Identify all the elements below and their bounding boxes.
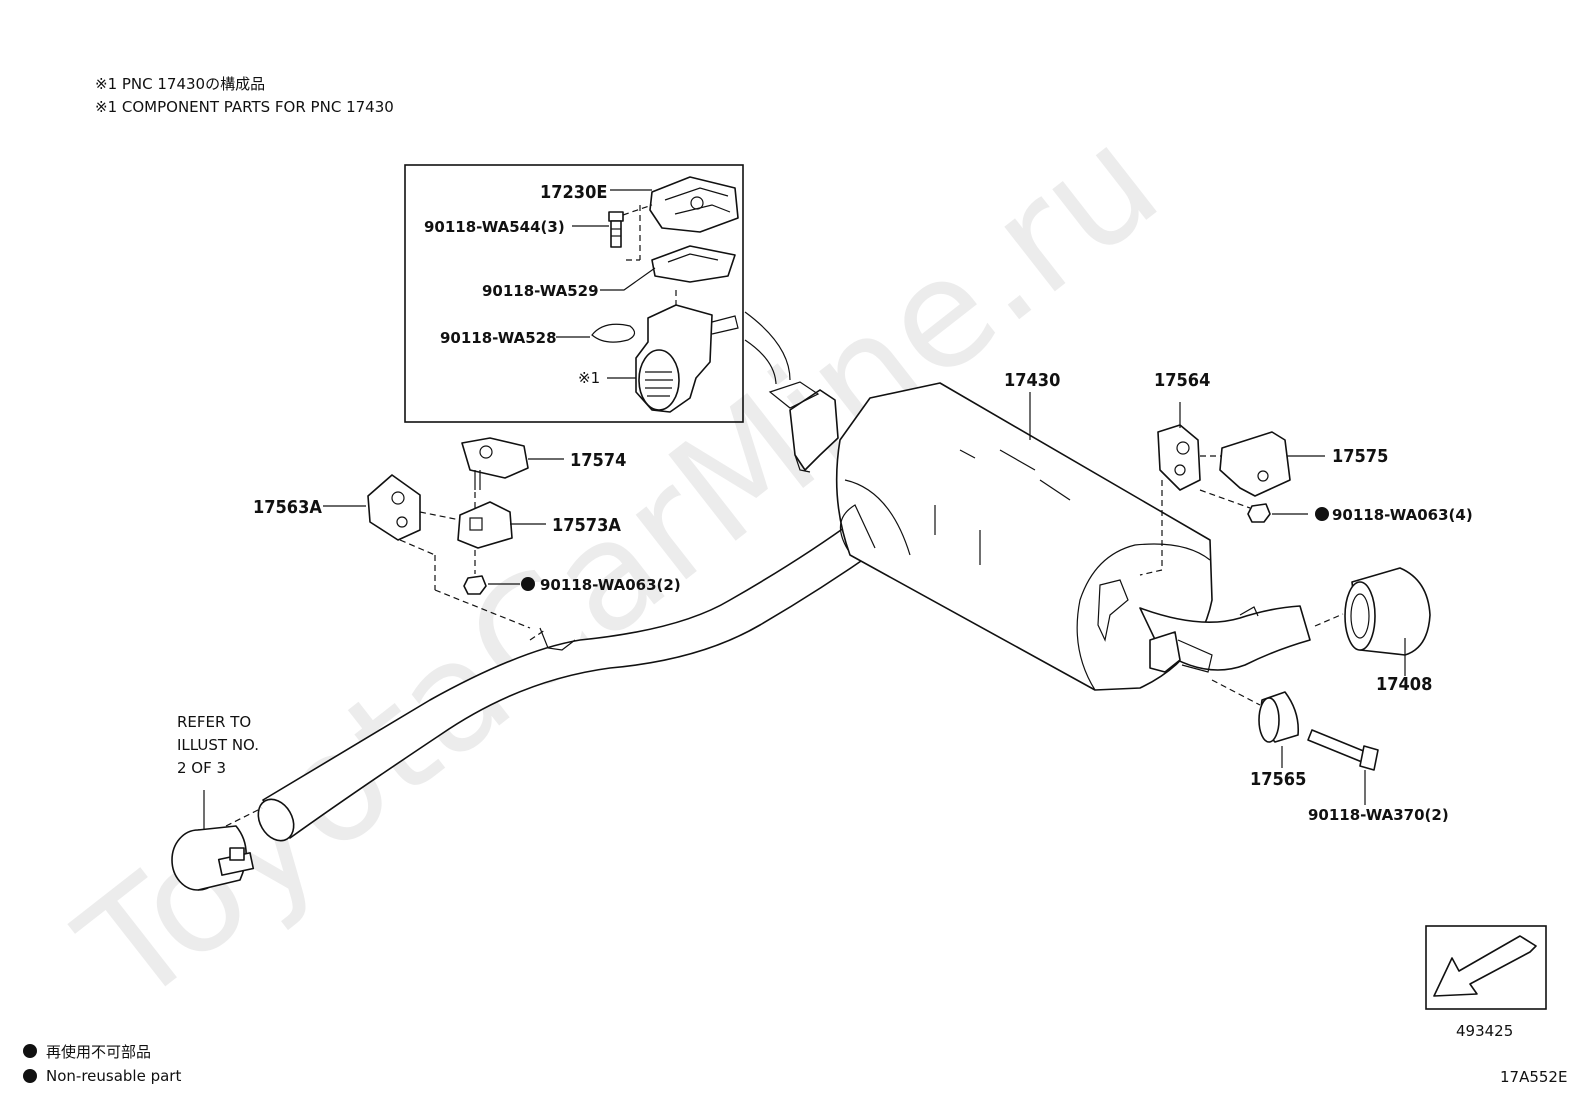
inset-callout-arrow bbox=[744, 311, 791, 381]
legend-dot-icon bbox=[23, 1069, 37, 1083]
label-component-1: ※1 bbox=[578, 369, 600, 387]
illustration-code: 17A552E bbox=[1500, 1068, 1567, 1086]
rear-cushion bbox=[1258, 691, 1300, 743]
rear-bracket-17575 bbox=[1219, 431, 1291, 497]
label-90118-WA544: 90118-WA544(3) bbox=[424, 218, 565, 236]
front-bracket-17573A bbox=[457, 501, 513, 549]
tailpipe-finisher bbox=[1344, 567, 1431, 656]
muffler-assembly bbox=[768, 381, 1311, 691]
label-17565: 17565 bbox=[1250, 769, 1306, 790]
valve-part bbox=[635, 290, 739, 413]
front-hanger-17574 bbox=[461, 437, 529, 490]
nut-front bbox=[463, 575, 487, 595]
label-90118-WA528: 90118-WA528 bbox=[440, 329, 557, 347]
refer-line-2: ILLUST NO. bbox=[177, 736, 259, 754]
legend-en: Non-reusable part bbox=[46, 1067, 181, 1085]
detail-inset: 17230E 90118-WA544(3) 90118-WA529 90118-… bbox=[404, 164, 744, 423]
label-17573A: 17573A bbox=[552, 515, 621, 536]
label-17408: 17408 bbox=[1376, 674, 1432, 695]
label-17564: 17564 bbox=[1154, 370, 1210, 391]
orientation-indicator bbox=[1425, 925, 1547, 1010]
label-90118-WA063-2: 90118-WA063(2) bbox=[540, 576, 681, 594]
pipe-clamp bbox=[171, 825, 255, 891]
refer-line-1: REFER TO bbox=[177, 713, 251, 731]
note-line-en: ※1 COMPONENT PARTS FOR PNC 17430 bbox=[95, 98, 394, 116]
actuator-part bbox=[649, 176, 739, 233]
legend-jp: 再使用不可部品 bbox=[46, 1043, 151, 1061]
legend-dot-icon bbox=[23, 1044, 37, 1058]
label-17230E: 17230E bbox=[540, 182, 607, 203]
note-line-jp: ※1 PNC 17430の構成品 bbox=[95, 75, 265, 93]
rear-hanger-17564 bbox=[1157, 424, 1201, 491]
nut-rear bbox=[1247, 503, 1271, 523]
refer-line-3: 2 OF 3 bbox=[177, 759, 226, 777]
label-17430: 17430 bbox=[1004, 370, 1060, 391]
bolt-part bbox=[608, 211, 624, 248]
label-90118-WA063-4: 90118-WA063(4) bbox=[1332, 506, 1473, 524]
label-90118-WA529: 90118-WA529 bbox=[482, 282, 599, 300]
non-reusable-mark bbox=[1315, 507, 1329, 521]
gasket-part bbox=[651, 245, 736, 283]
rear-bolt bbox=[1307, 729, 1379, 771]
orientation-code: 493425 bbox=[1456, 1022, 1513, 1040]
label-90118-WA370: 90118-WA370(2) bbox=[1308, 806, 1449, 824]
label-17574: 17574 bbox=[570, 450, 626, 471]
clip-part bbox=[591, 323, 636, 343]
direction-arrow-icon bbox=[1433, 935, 1537, 997]
label-17575: 17575 bbox=[1332, 446, 1388, 467]
front-hanger-17563A bbox=[367, 474, 421, 541]
label-17563A: 17563A bbox=[253, 497, 322, 518]
non-reusable-mark bbox=[521, 577, 535, 591]
